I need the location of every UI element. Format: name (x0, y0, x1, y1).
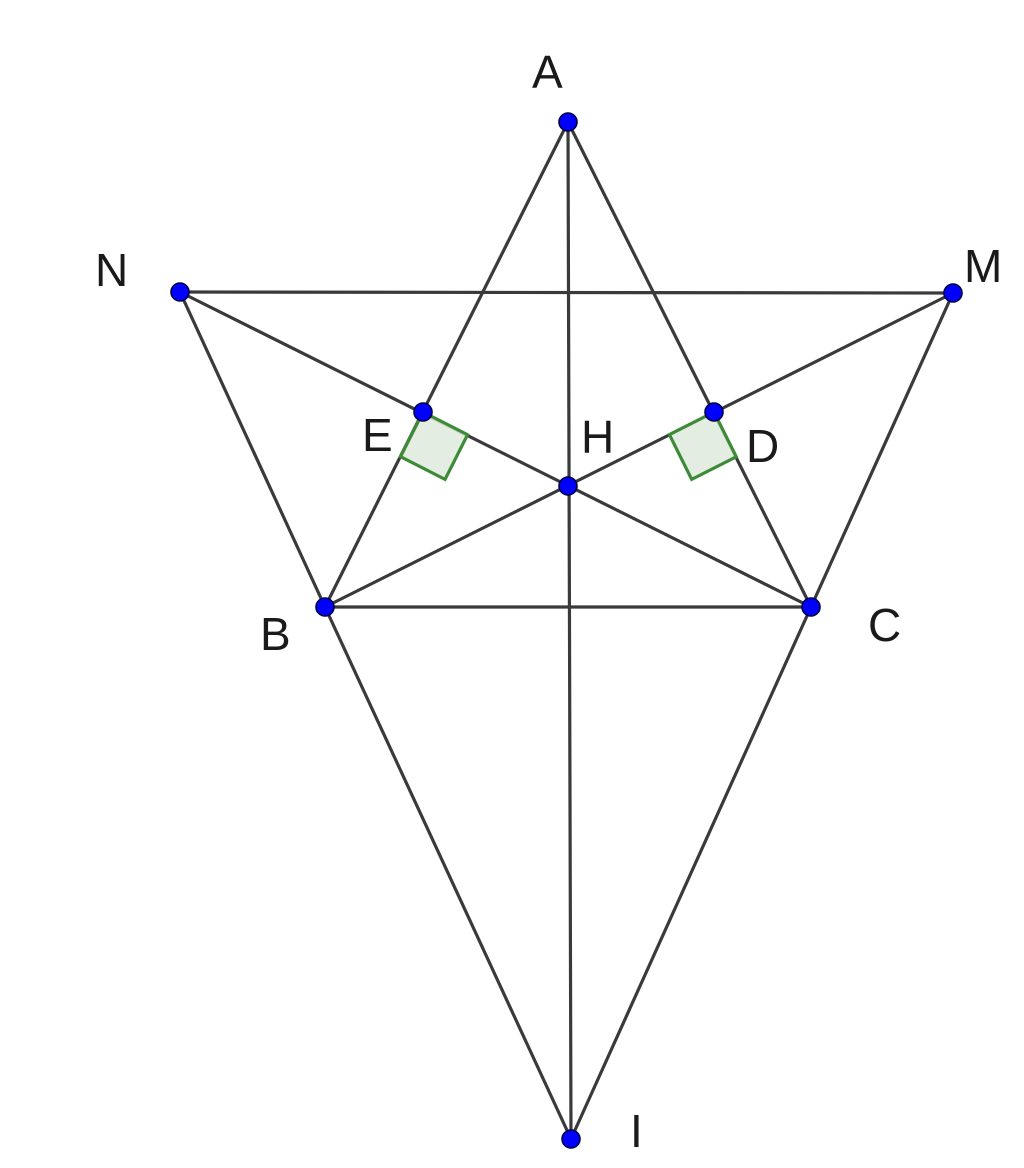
segment-ai (566, 120, 573, 1141)
point-m[interactable] (943, 283, 963, 303)
segment-nc (178, 290, 813, 609)
point-label-b: B (260, 608, 291, 660)
segment-ac (566, 120, 813, 609)
point-n[interactable] (170, 282, 190, 302)
point-c[interactable] (801, 597, 821, 617)
segment-bi (323, 605, 573, 1141)
point-h[interactable] (558, 476, 578, 496)
point-e[interactable] (413, 402, 433, 422)
points-layer (170, 112, 963, 1149)
right-angle-markers (398, 409, 739, 482)
point-a[interactable] (558, 112, 578, 132)
segment-ci (569, 605, 813, 1141)
segment-ab (323, 120, 570, 609)
point-i[interactable] (561, 1129, 581, 1149)
point-label-d: D (746, 420, 779, 472)
segment-mc (809, 291, 955, 609)
point-b[interactable] (315, 597, 335, 617)
point-label-h: H (581, 411, 614, 463)
segment-nm (178, 290, 955, 295)
point-label-i: I (630, 1105, 643, 1157)
right-angle-marker-e (398, 409, 470, 482)
point-label-c: C (868, 599, 901, 651)
point-label-a: A (532, 46, 563, 98)
point-d[interactable] (704, 402, 724, 422)
labels-layer: A N M E D H B C I (95, 46, 1002, 1157)
segment-mb (323, 291, 955, 609)
point-label-n: N (95, 244, 128, 296)
right-angle-marker-d (667, 409, 739, 482)
point-label-e: E (362, 409, 393, 461)
point-label-m: M (964, 240, 1002, 292)
segments-layer (178, 120, 955, 1141)
segment-nb (178, 290, 327, 609)
